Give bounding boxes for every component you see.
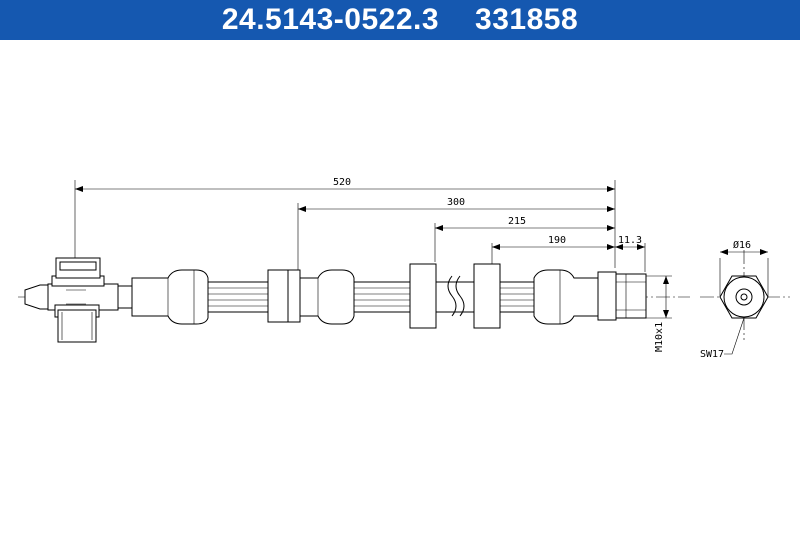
dim-label-diameter: Ø16	[733, 239, 751, 251]
break-symbol	[435, 275, 475, 317]
grommet-215	[409, 263, 437, 329]
reference-number: 331858	[475, 3, 579, 36]
dim-label-190: 190	[548, 235, 566, 246]
grommet-190	[473, 263, 501, 329]
dim-label-thread: M10x1	[654, 322, 665, 352]
crimp-sleeve-middle	[299, 269, 355, 325]
hose-section-2	[353, 281, 413, 313]
dim-label-wrench-size: SW17	[700, 349, 724, 360]
title-bar: 24.5143-0522.3 331858	[0, 0, 800, 40]
crimp-sleeve-left	[131, 269, 209, 325]
end-view-hex	[700, 250, 790, 340]
part-number: 24.5143-0522.3	[221, 3, 440, 36]
dim-label-520: 520	[333, 177, 351, 188]
hose-section-1	[207, 281, 269, 313]
dim-label-11-3: 11.3	[618, 235, 642, 246]
crimp-sleeve-right	[533, 269, 599, 325]
tube-nut-fitting	[597, 271, 647, 321]
dim-label-215: 215	[508, 216, 526, 227]
leader-wrench-size	[724, 317, 745, 355]
technical-drawing: 520 300 215 190 11.3	[18, 177, 790, 360]
mounting-bracket	[267, 269, 301, 323]
banjo-fitting	[24, 257, 133, 343]
hose-section-3	[499, 281, 535, 313]
dim-label-300: 300	[447, 197, 465, 208]
